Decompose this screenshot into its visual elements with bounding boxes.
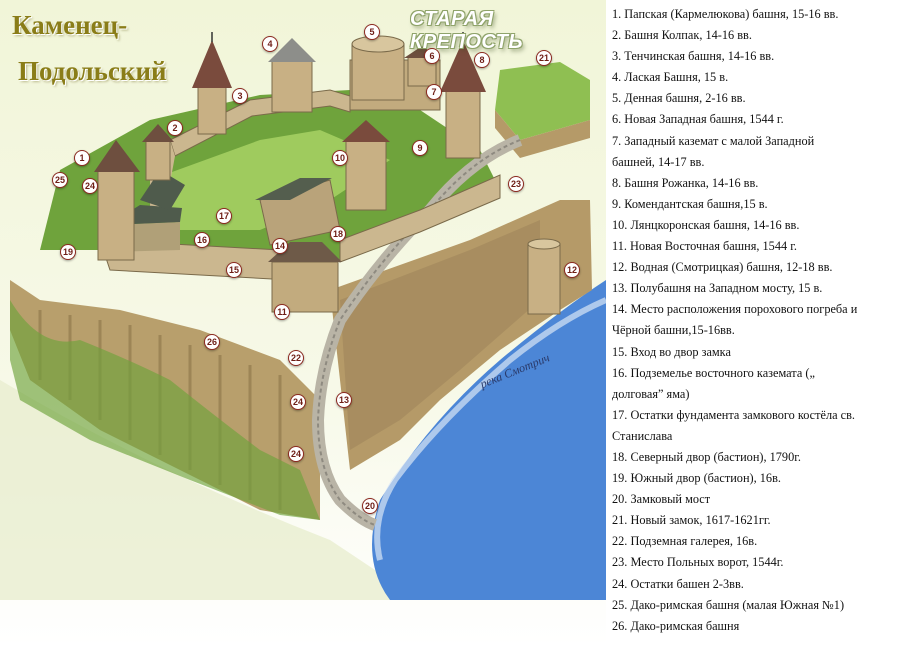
tower-lyantskoronska — [342, 120, 390, 211]
tower-tenchynska — [192, 32, 232, 135]
courtyard-light — [150, 130, 390, 230]
river-smotrych — [372, 280, 606, 600]
map-marker-2: 2 — [167, 120, 183, 136]
legend-item: 25. Дако-римская башня (малая Южная №1) — [612, 597, 845, 612]
tower-kolpak — [142, 124, 174, 181]
map-marker-6: 6 — [424, 48, 440, 64]
map-marker-8: 8 — [474, 52, 490, 68]
legend-item: долговая” яма) — [612, 386, 690, 401]
legend-item: 26. Дако-римская башня — [612, 618, 740, 633]
map-marker-19: 19 — [60, 244, 76, 260]
legend-item: Станислава — [612, 428, 673, 443]
new-castle — [495, 62, 590, 140]
tower-papska — [94, 140, 140, 261]
powder-tower — [271, 261, 339, 313]
legend-item: 17. Остатки фундамента замкового костёла… — [612, 407, 855, 422]
map-marker-18: 18 — [330, 226, 346, 242]
legend-item: башней, 14-17 вв. — [612, 154, 705, 169]
map-marker-22: 22 — [288, 350, 304, 366]
legend-item: 11. Новая Восточная башня, 1544 г. — [612, 239, 797, 254]
ground-shadow — [0, 380, 420, 600]
map-marker-10: 10 — [332, 150, 348, 166]
legend-item: 9. Комендантская башня,15 в. — [612, 196, 768, 211]
legend-item: 14. Место расположения порохового погреб… — [612, 302, 858, 317]
commandant-roof — [255, 178, 332, 200]
map-marker-17: 17 — [216, 208, 232, 224]
legend-item: 15. Вход во двор замка — [612, 344, 731, 359]
lower-grass — [10, 300, 320, 520]
legend-list: 1. Папская (Кармелюкова) башня, 15-16 вв… — [612, 4, 896, 637]
city-title-line1: Каменец- — [12, 10, 128, 40]
city-title-line2: Подольский — [18, 56, 167, 86]
castle-bridge-edge — [316, 139, 521, 526]
map-marker-25: 25 — [52, 172, 68, 188]
legend-item: 19. Южный двор (бастион), 16в. — [612, 471, 781, 486]
legend-item: 10. Лянцкоронская башня, 14-16 вв. — [612, 217, 800, 232]
fortress-title: СТАРАЯ КРЕПОСТЬ — [410, 8, 523, 53]
river-bank — [374, 297, 606, 561]
casemate-roof — [140, 170, 185, 210]
map-marker-15: 15 — [226, 262, 242, 278]
map-marker-4: 4 — [262, 36, 278, 52]
map-marker-24c: 24 — [288, 446, 304, 462]
legend-item: 20. Замковый мост — [612, 492, 711, 507]
map-marker-5: 5 — [364, 24, 380, 40]
eastern-cliff-shade — [340, 220, 540, 450]
legend-item: 18. Северный двор (бастион), 1790г. — [612, 449, 801, 464]
legend-item: Чёрной башни,15-16вв. — [612, 323, 735, 338]
legend-item: 16. Подземелье восточного каземата („ — [612, 365, 815, 380]
legend-item: 7. Западный каземат с малой Западной — [612, 133, 815, 148]
legend-item: 8. Башня Рожанка, 14-16 вв. — [612, 175, 759, 190]
map-marker-21: 21 — [536, 50, 552, 66]
tower-rozhanka — [440, 32, 486, 159]
map-marker-24b: 24 — [290, 394, 306, 410]
legend-item: 1. Папская (Кармелюкова) башня, 15-16 вв… — [612, 7, 839, 21]
map-marker-16: 16 — [194, 232, 210, 248]
map-marker-23: 23 — [508, 176, 524, 192]
legend-item: 4. Лаская Башня, 15 в. — [612, 70, 729, 85]
legend-item: 3. Тенчинская башня, 14-16 вв. — [612, 49, 775, 64]
legend-item: 23. Место Польных ворот, 1544г. — [612, 555, 784, 570]
map-marker-7: 7 — [426, 84, 442, 100]
tower-water — [527, 238, 561, 315]
map-marker-20: 20 — [362, 498, 378, 514]
map-marker-26: 26 — [204, 334, 220, 350]
legend-item: 22. Подземная галерея, 16в. — [612, 534, 758, 549]
tower-laska — [268, 38, 316, 113]
legend-item: 21. Новый замок, 1617-1621гг. — [612, 513, 771, 528]
map-marker-9: 9 — [412, 140, 428, 156]
fortress-illustration — [0, 32, 606, 600]
fortress-map: Каменец- Подольский СТАРАЯ КРЕПОСТЬ река… — [0, 0, 606, 646]
map-marker-11: 11 — [274, 304, 290, 320]
legend-item: 2. Башня Колпак, 14-16 вв. — [612, 28, 752, 43]
legend-item: 24. Остатки башен 2-3вв. — [612, 576, 744, 591]
map-marker-13: 13 — [336, 392, 352, 408]
legend-item: 12. Водная (Смотрицкая) башня, 12-18 вв. — [612, 260, 833, 275]
tower-denna — [351, 35, 405, 101]
legend-item: 5. Денная башня, 2-16 вв. — [612, 91, 746, 106]
map-marker-12: 12 — [564, 262, 580, 278]
legend-item: 6. Новая Западная башня, 1544 г. — [612, 112, 784, 127]
map-marker-14: 14 — [272, 238, 288, 254]
map-marker-3: 3 — [232, 88, 248, 104]
legend-item: 13. Полубашня на Западном мосту, 15 в. — [612, 281, 823, 296]
map-marker-1: 1 — [74, 150, 90, 166]
map-marker-24: 24 — [82, 178, 98, 194]
